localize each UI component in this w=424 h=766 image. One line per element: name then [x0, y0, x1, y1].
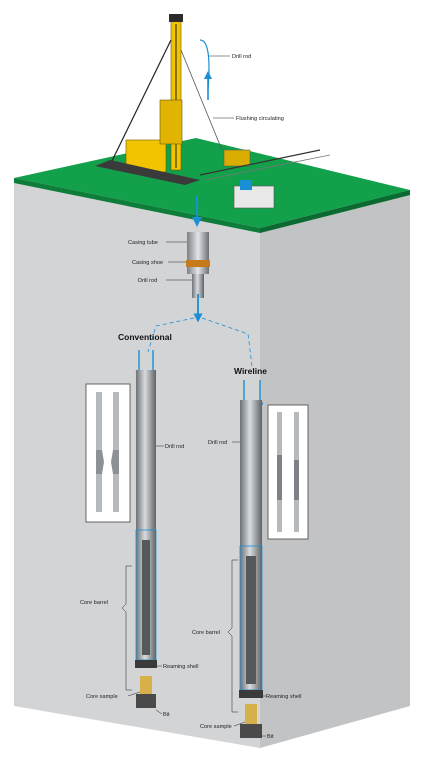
label-conv-core-sample: Core sample [86, 694, 118, 700]
wire-bit [240, 724, 262, 738]
rig-tracks [95, 160, 200, 185]
wireline-title: Wireline [234, 366, 267, 376]
label-casing-tube: Casing tube [128, 240, 158, 246]
drill-rig [95, 14, 331, 209]
wire-drill-rod [240, 400, 262, 546]
surface-drill-rod [192, 274, 204, 298]
label-wire-reaming-shell: Reaming shell [266, 694, 301, 700]
label-conv-bit: Bit [163, 712, 170, 718]
label-wire-core-sample: Core sample [200, 724, 232, 730]
leader-wire-core-sample [233, 721, 246, 727]
dashed-connector-right [201, 317, 253, 367]
conv-drill-rod [136, 370, 156, 530]
pump-unit [223, 149, 251, 167]
label-conv-drill-rod: Drill rod [165, 444, 184, 450]
leader-conv-bit [155, 709, 163, 715]
label-casing-shoe: Casing shoe [132, 260, 163, 266]
wire-reaming-shell [239, 690, 263, 698]
label-wire-core-barrel: Core barrel [192, 630, 220, 636]
conv-reaming-shell [135, 660, 157, 668]
casing-tube [187, 232, 209, 274]
conv-bit [136, 694, 156, 708]
conv-core-sample [140, 676, 152, 694]
wireline-assembly [239, 380, 264, 738]
label-wire-bit: Bit [267, 734, 274, 740]
ground-surface [14, 138, 410, 228]
conventional-inset [85, 383, 131, 523]
conventional-assembly [135, 350, 157, 708]
label-wire-drill-rod: Drill rod [208, 440, 227, 446]
label-conv-core-barrel: Core barrel [80, 600, 108, 606]
flushing-loop [199, 39, 210, 91]
wire-core-barrel-brace [227, 559, 238, 713]
ground-edge-side [260, 190, 410, 233]
soil-block-side [260, 190, 410, 748]
label-drill-rod-surface: Drill rod [138, 278, 157, 284]
casing-shoe [186, 260, 210, 267]
wire-core-sample [245, 704, 257, 724]
dashed-connector-left [147, 317, 195, 353]
label-conv-reaming-shell: Reaming shell [163, 664, 198, 670]
conventional-title: Conventional [118, 332, 172, 342]
conv-core-barrel-brace [121, 565, 132, 691]
leader-conv-core-sample [127, 691, 141, 697]
wireline-inset [267, 404, 309, 540]
label-flushing: Flushing circulating [236, 116, 284, 122]
control-panel [233, 185, 275, 209]
label-drill-rod-top: Drill rod [232, 54, 251, 60]
